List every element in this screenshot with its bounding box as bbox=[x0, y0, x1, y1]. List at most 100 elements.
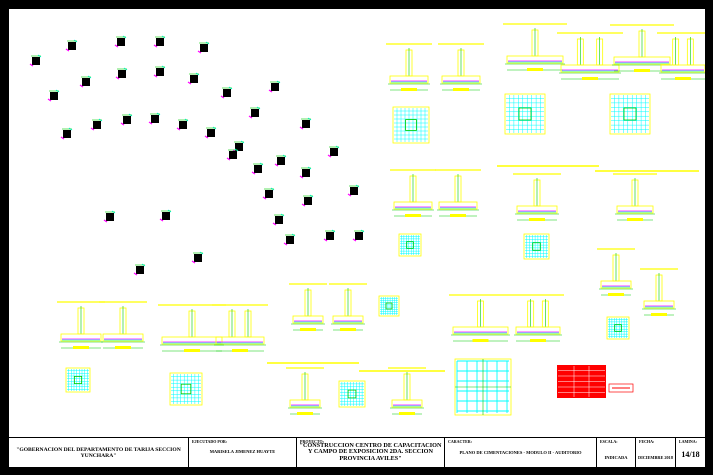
column-symbol bbox=[251, 109, 259, 117]
scale-value: INDICADA bbox=[604, 455, 628, 460]
column-symbol bbox=[277, 157, 285, 165]
dimension-label bbox=[530, 339, 546, 342]
column-tag bbox=[352, 238, 357, 242]
dimension-label bbox=[527, 68, 543, 71]
dimension-label bbox=[634, 69, 650, 72]
dimension-label bbox=[405, 214, 421, 217]
column-tag bbox=[47, 98, 52, 102]
project-label: PROYECTO: bbox=[300, 439, 324, 444]
column-tag bbox=[90, 127, 95, 131]
column-symbol bbox=[235, 143, 243, 151]
column-symbol bbox=[254, 165, 262, 173]
column-symbol bbox=[275, 216, 283, 224]
column-symbol bbox=[326, 232, 334, 240]
column-tag bbox=[323, 238, 328, 242]
column-symbol bbox=[223, 89, 231, 97]
footing-plan-outline bbox=[398, 233, 422, 257]
dimension-label bbox=[115, 346, 131, 349]
column-tag bbox=[347, 193, 352, 197]
project-cell: PROYECTO: "CONSTRUCCION CENTRO DE CAPACI… bbox=[297, 438, 445, 468]
column-tag bbox=[220, 95, 225, 99]
project-value: "CONSTRUCCION CENTRO DE CAPACITACION Y C… bbox=[299, 442, 442, 462]
dimension-label bbox=[608, 293, 624, 296]
column-symbol bbox=[151, 115, 159, 123]
dimension-label bbox=[529, 218, 545, 221]
column-tag bbox=[274, 163, 279, 167]
column-tag bbox=[153, 44, 158, 48]
footing-base bbox=[613, 56, 671, 65]
dimension-label bbox=[297, 412, 313, 415]
footing-base bbox=[102, 333, 144, 342]
column-tag bbox=[115, 76, 120, 80]
column-tag bbox=[248, 115, 253, 119]
column-tag bbox=[327, 154, 332, 158]
column-symbol bbox=[106, 213, 114, 221]
column-tag bbox=[148, 121, 153, 125]
column-symbol bbox=[32, 57, 40, 65]
column-tag bbox=[272, 222, 277, 226]
column-tag bbox=[283, 242, 288, 246]
column-symbol bbox=[118, 70, 126, 78]
column-tag bbox=[187, 81, 192, 85]
footing-base bbox=[332, 315, 364, 324]
column-tag bbox=[133, 272, 138, 276]
sheet-number-cell: LAMINA: 14/18 bbox=[676, 438, 705, 468]
column-symbol bbox=[271, 83, 279, 91]
column-tag bbox=[60, 136, 65, 140]
footing-plan-outline bbox=[65, 367, 91, 393]
column-symbol bbox=[229, 151, 237, 159]
pedestal-outline bbox=[623, 107, 637, 121]
column-symbol bbox=[162, 212, 170, 220]
footing-base bbox=[452, 326, 509, 335]
column-tag bbox=[29, 63, 34, 67]
column-tag bbox=[191, 260, 196, 264]
footing-base bbox=[393, 201, 433, 210]
column-symbol bbox=[156, 38, 164, 46]
footing-plan-outline bbox=[606, 316, 630, 340]
column-tag bbox=[153, 74, 158, 78]
dimension-label bbox=[627, 218, 643, 221]
drawing-frame: "GOBERNACION DEL DEPARTAMENTO DE TARIJA … bbox=[9, 9, 705, 468]
executed-by-label: EJECUTADO POR: bbox=[192, 439, 228, 444]
column-symbol bbox=[200, 44, 208, 52]
footing-plan-outline bbox=[609, 93, 651, 135]
dimension-label bbox=[300, 328, 316, 331]
column-tag bbox=[204, 135, 209, 139]
client-cell: "GOBERNACION DEL DEPARTAMENTO DE TARIJA … bbox=[9, 438, 189, 468]
pedestal-outline bbox=[406, 241, 414, 249]
dimension-label bbox=[450, 214, 466, 217]
footing-base bbox=[560, 64, 620, 73]
footing-base bbox=[292, 315, 324, 324]
footing-base bbox=[515, 326, 561, 335]
column-symbol bbox=[304, 197, 312, 205]
column-tag bbox=[120, 122, 125, 126]
column-symbol bbox=[63, 130, 71, 138]
column-symbol bbox=[265, 190, 273, 198]
dimension-label bbox=[582, 77, 598, 80]
footing-base bbox=[516, 205, 558, 214]
dimension-label bbox=[232, 349, 248, 352]
column-symbol bbox=[50, 92, 58, 100]
dimension-label bbox=[675, 77, 691, 80]
client-name: "GOBERNACION DEL DEPARTAMENTO DE TARIJA … bbox=[16, 447, 181, 460]
dimension-label bbox=[340, 328, 356, 331]
character-label: CARACTER: bbox=[448, 439, 472, 444]
column-tag bbox=[262, 196, 267, 200]
footing-plan-outline bbox=[338, 380, 366, 408]
column-tag bbox=[226, 157, 231, 161]
footing-base bbox=[441, 75, 481, 84]
character-value: PLANO DE CIMENTACIONES - MODULO II - AUD… bbox=[459, 450, 582, 455]
pedestal-outline bbox=[74, 375, 83, 384]
column-tag bbox=[79, 84, 84, 88]
sheet-number-label: LAMINA: bbox=[679, 439, 697, 444]
foundation-drawing bbox=[29, 23, 705, 416]
date-cell: FECHA: DICIEMBRE 2018 bbox=[636, 438, 676, 468]
column-symbol bbox=[123, 116, 131, 124]
column-tag bbox=[176, 127, 181, 131]
column-symbol bbox=[156, 68, 164, 76]
pedestal-outline bbox=[180, 383, 192, 395]
pedestal-outline bbox=[385, 302, 393, 310]
column-symbol bbox=[68, 42, 76, 50]
column-tag bbox=[251, 171, 256, 175]
column-tag bbox=[299, 175, 304, 179]
